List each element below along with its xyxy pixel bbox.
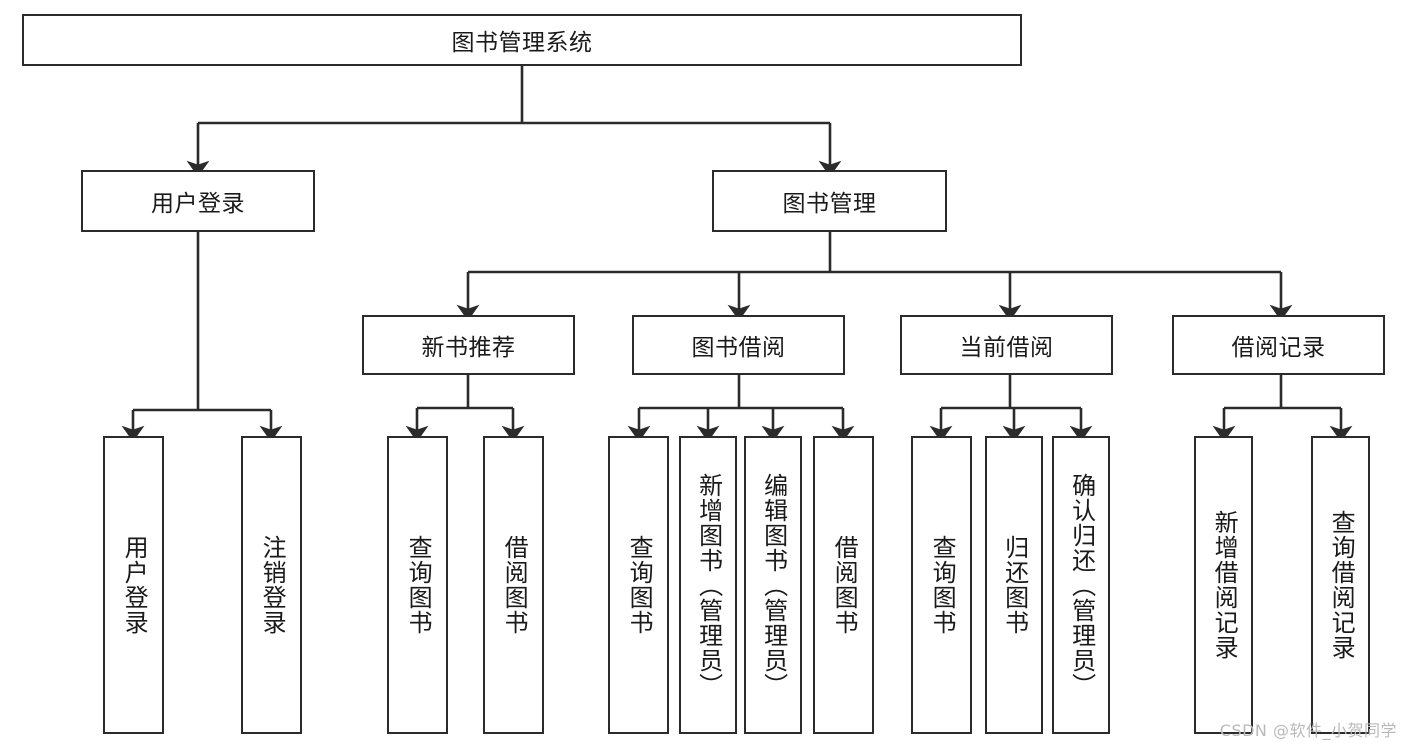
node-book-manage-label: 图书管理 bbox=[782, 191, 877, 217]
node-root-system[interactable]: 图书管理系统 bbox=[22, 14, 1022, 66]
node-leaf-bb-borrow-book[interactable]: 借阅图书 bbox=[813, 436, 874, 734]
node-leaf-br-add-record-label: 新增借阅记录 bbox=[1210, 510, 1239, 660]
node-leaf-nb-borrow-book-label: 借阅图书 bbox=[500, 535, 529, 635]
node-leaf-br-query-record-label: 查询借阅记录 bbox=[1327, 510, 1356, 660]
node-leaf-cb-return-book[interactable]: 归还图书 bbox=[985, 436, 1043, 734]
node-book-manage[interactable]: 图书管理 bbox=[712, 170, 947, 232]
node-leaf-bb-query-book[interactable]: 查询图书 bbox=[608, 436, 669, 734]
node-new-book-recommend-label: 新书推荐 bbox=[421, 335, 516, 361]
node-leaf-logout[interactable]: 注销登录 bbox=[241, 436, 302, 734]
node-leaf-user-login[interactable]: 用户登录 bbox=[103, 436, 164, 734]
node-user-login[interactable]: 用户登录 bbox=[81, 170, 315, 232]
node-leaf-cb-confirm-return[interactable]: 确认归还（管理员） bbox=[1052, 436, 1110, 734]
node-leaf-nb-query-book-label: 查询图书 bbox=[404, 535, 433, 635]
node-new-book-recommend[interactable]: 新书推荐 bbox=[362, 315, 575, 375]
node-leaf-bb-edit-book[interactable]: 编辑图书（管理员） bbox=[744, 436, 802, 734]
node-leaf-user-login-label: 用户登录 bbox=[120, 535, 149, 635]
node-book-borrow-label: 图书借阅 bbox=[691, 335, 786, 361]
node-leaf-br-query-record[interactable]: 查询借阅记录 bbox=[1311, 436, 1370, 734]
node-leaf-nb-query-book[interactable]: 查询图书 bbox=[387, 436, 448, 734]
node-leaf-cb-confirm-return-label: 确认归还（管理员） bbox=[1067, 472, 1096, 698]
node-leaf-nb-borrow-book[interactable]: 借阅图书 bbox=[483, 436, 544, 734]
node-current-borrow-label: 当前借阅 bbox=[959, 335, 1054, 361]
node-leaf-bb-add-book-label: 新增图书（管理员） bbox=[694, 472, 723, 698]
node-leaf-cb-query-book[interactable]: 查询图书 bbox=[911, 436, 972, 734]
node-leaf-bb-add-book[interactable]: 新增图书（管理员） bbox=[679, 436, 737, 734]
node-user-login-label: 用户登录 bbox=[151, 191, 245, 217]
node-leaf-cb-return-book-label: 归还图书 bbox=[1000, 535, 1029, 635]
node-leaf-bb-borrow-book-label: 借阅图书 bbox=[830, 535, 859, 635]
node-leaf-br-add-record[interactable]: 新增借阅记录 bbox=[1194, 436, 1253, 734]
node-leaf-bb-query-book-label: 查询图书 bbox=[625, 535, 654, 635]
node-borrow-record-label: 借阅记录 bbox=[1231, 335, 1326, 361]
node-current-borrow[interactable]: 当前借阅 bbox=[900, 315, 1113, 375]
node-leaf-cb-query-book-label: 查询图书 bbox=[928, 535, 957, 635]
csdn-watermark: CSDN @软件_小贺同学 bbox=[1219, 721, 1397, 740]
node-leaf-logout-label: 注销登录 bbox=[258, 535, 287, 635]
node-book-borrow[interactable]: 图书借阅 bbox=[632, 315, 845, 375]
node-leaf-bb-edit-book-label: 编辑图书（管理员） bbox=[759, 472, 788, 698]
node-borrow-record[interactable]: 借阅记录 bbox=[1172, 315, 1385, 375]
node-root-system-label: 图书管理系统 bbox=[451, 30, 593, 56]
